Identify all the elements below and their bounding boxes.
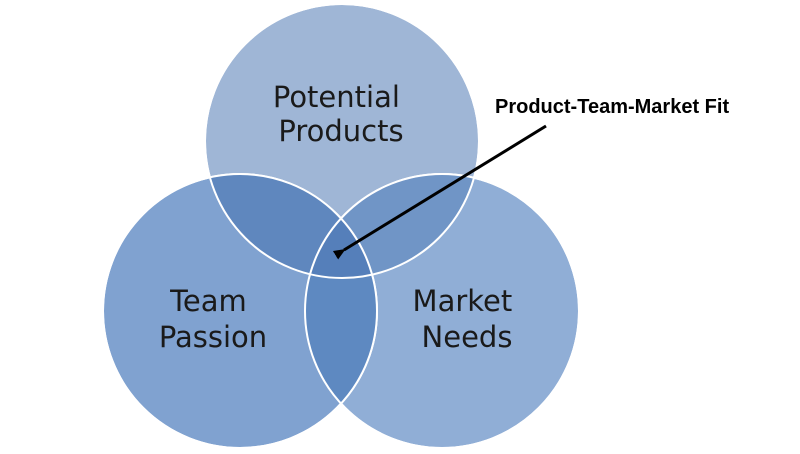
label-market-needs: Market Needs — [413, 284, 522, 354]
label-team-line-1: Team — [169, 284, 247, 318]
label-potential-line-1: Potential — [273, 80, 400, 114]
label-potential-line-2: Products — [278, 114, 403, 148]
overlap-products-team — [205, 174, 377, 278]
callout-label: Product-Team-Market Fit — [495, 96, 729, 118]
callout-arrow — [332, 124, 547, 260]
circle-outlines — [102, 3, 580, 449]
label-potential-products: Potential Products — [273, 80, 409, 148]
label-market-line-1: Market — [413, 284, 513, 318]
label-market-line-2: Needs — [422, 320, 513, 354]
label-team-passion: Team Passion — [159, 284, 267, 354]
overlap-products-market — [305, 174, 479, 278]
label-team-line-2: Passion — [159, 320, 267, 354]
